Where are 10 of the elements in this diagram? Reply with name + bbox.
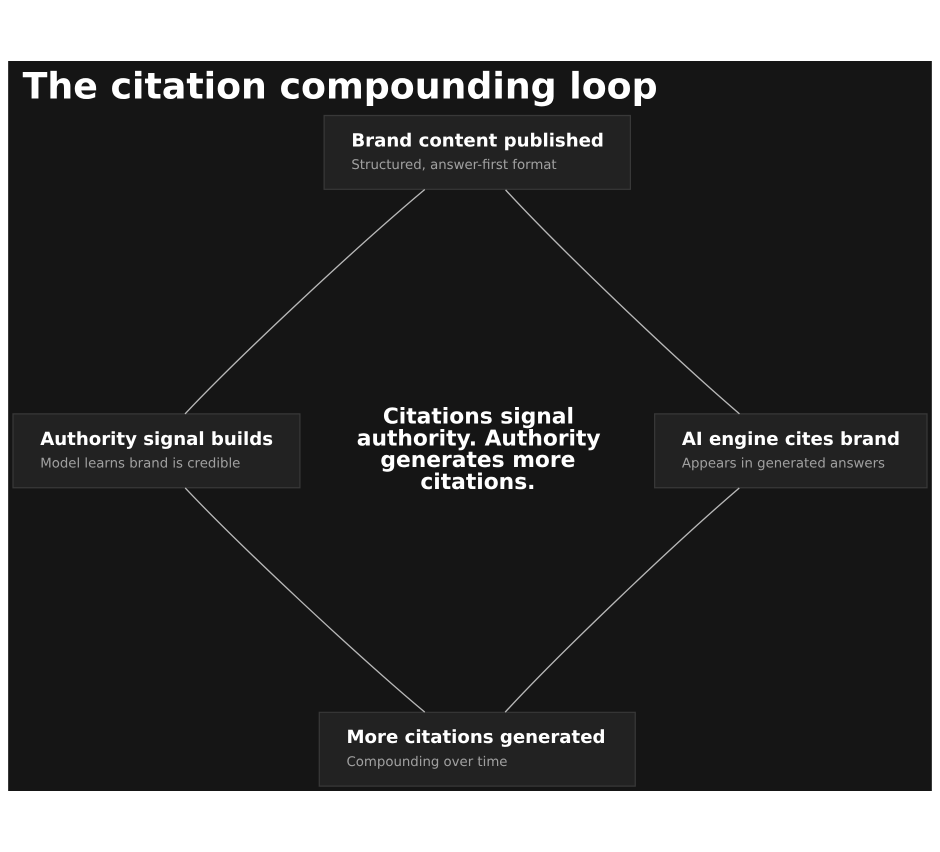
label: Citations signal authority. Authority generates more citations. <box>356 404 601 495</box>
connector <box>184 487 426 713</box>
node-box: AI engine cites brand Appears in generated answers <box>654 413 928 488</box>
diagram-title: The citation compounding loop <box>22 64 658 108</box>
node-box: Authority signal builds Model learns brand is credible <box>12 413 301 488</box>
connector <box>184 188 426 414</box>
node-box: More citations generated Compounding over time <box>318 712 636 787</box>
node-box: Brand content published Structured, answer-first format <box>324 114 631 190</box>
connector <box>505 189 740 414</box>
connector <box>504 487 740 713</box>
